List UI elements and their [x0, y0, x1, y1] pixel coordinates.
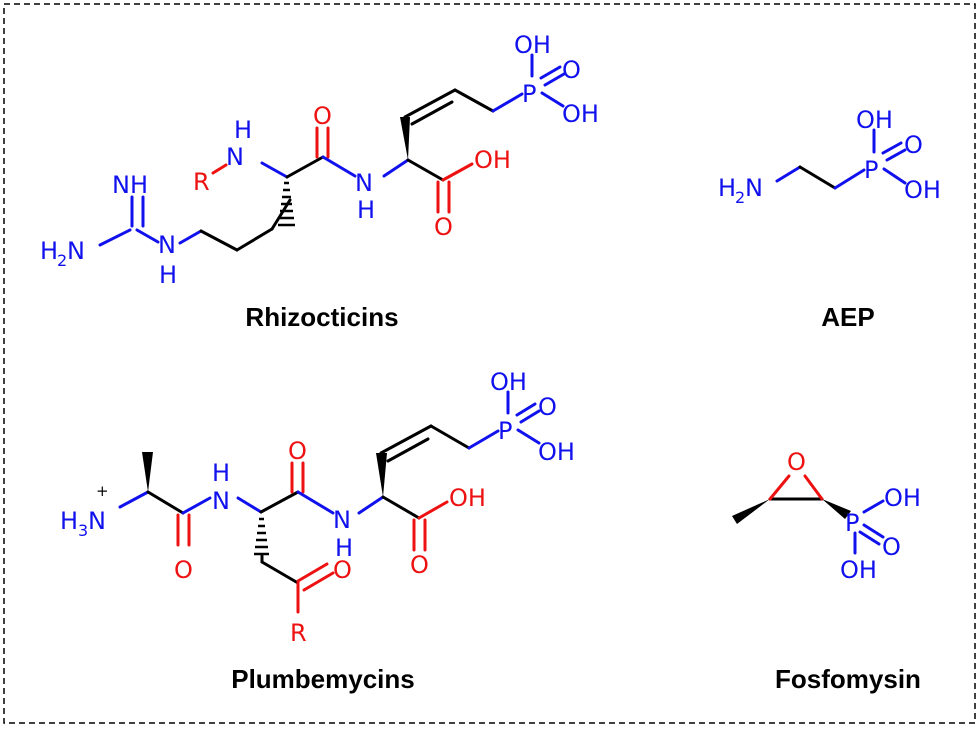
ammonium-charge-label: + [96, 482, 109, 500]
phosphonate-wedge [822, 499, 851, 519]
fosfomycin-atom-labels: O P OH O OH [787, 448, 921, 584]
methyl-wedge [142, 452, 153, 492]
phosphonate-o-label: O [562, 56, 581, 84]
solid-wedge [376, 453, 387, 497]
amide-n-label: N [226, 143, 244, 171]
amide2-h-label: H [335, 534, 353, 562]
structure-fosfomycin [732, 474, 885, 555]
aep-h-label: H [718, 174, 736, 202]
amide1-n-label: N [212, 487, 230, 515]
compound-name-fosfomycin: Fosfomysin [775, 664, 921, 694]
phosphonate-o-label: O [538, 393, 557, 421]
hashed-wedge [278, 181, 295, 227]
phosphorus-label: P [498, 417, 512, 445]
carboxyl-o-label: O [410, 551, 429, 579]
ala-carbonyl-o-label: O [174, 556, 193, 584]
amine-subscript-2: 2 [57, 251, 67, 270]
ammonium-n-label: N [88, 507, 106, 535]
compound-name-plumbemycins: Plumbemycins [231, 664, 415, 694]
peptide-n-label: N [355, 169, 373, 197]
amine-n-label: N [67, 237, 85, 265]
amide-h-label: H [234, 116, 252, 144]
carboxyl-oh-label: OH [474, 146, 511, 174]
phosphonate-oh-top-label: OH [490, 368, 527, 396]
ammonium-h-label: H [60, 507, 78, 535]
side-carbonyl-o-label: O [333, 556, 352, 584]
fosfo-oh-bottom-label: OH [840, 556, 877, 584]
r-group-label: R [193, 168, 210, 196]
aep-oh-bottom-label: OH [904, 176, 941, 204]
solid-wedge [400, 117, 410, 160]
fosfo-phosphorus-label: P [845, 509, 859, 537]
structure-aep [775, 128, 907, 190]
compound-name-aep: AEP [821, 302, 874, 332]
peptide-h-label: H [357, 196, 375, 224]
fosfo-o-label: O [882, 533, 901, 561]
aep-oh-top-label: OH [856, 106, 893, 134]
fosfo-oh-top-label: OH [884, 484, 921, 512]
aep-atom-labels: H 2 N P OH O OH [718, 106, 941, 207]
carboxyl-oh-label: OH [449, 484, 486, 512]
aep-o-label: O [904, 131, 923, 159]
amine-h-label: H [40, 237, 58, 265]
imine-nh-label: NH [112, 171, 148, 199]
structure-plumbemycins [118, 390, 541, 614]
amide1-h-label: H [212, 459, 230, 487]
dashed-border [3, 3, 976, 724]
phosphonate-oh-bottom-label: OH [538, 438, 575, 466]
aep-phosphorus-label: P [864, 156, 878, 184]
epoxide-o-label: O [787, 448, 806, 476]
plumbemycins-atom-labels: + H 3 N O H N O O R N H P OH O OH OH O [60, 368, 575, 647]
guanidine-n-label: N [158, 231, 176, 259]
carbonyl-o-label: O [313, 102, 332, 130]
aep-n-label: N [745, 174, 763, 202]
ammonium-subscript-3: 3 [78, 521, 88, 540]
hashed-wedge [254, 517, 269, 556]
methyl-wedge [732, 499, 770, 524]
carbonyl-o-label: O [288, 437, 307, 465]
guanidine-h-label: H [159, 261, 177, 289]
carboxyl-o-label: O [434, 213, 453, 241]
phosphonate-oh-bottom-label: OH [562, 100, 599, 128]
rhizocticins-atom-labels: NH H 2 N N H R N H O N H P OH O OH OH O [40, 31, 599, 289]
phosphonate-oh-top-label: OH [514, 31, 551, 59]
r-group-label: R [290, 619, 307, 647]
aep-subscript-2: 2 [735, 188, 745, 207]
amide2-n-label: N [333, 506, 351, 534]
structure-rhizocticins [98, 53, 566, 252]
phosphorus-label: P [522, 80, 536, 108]
compound-name-rhizocticins: Rhizocticins [245, 302, 398, 332]
